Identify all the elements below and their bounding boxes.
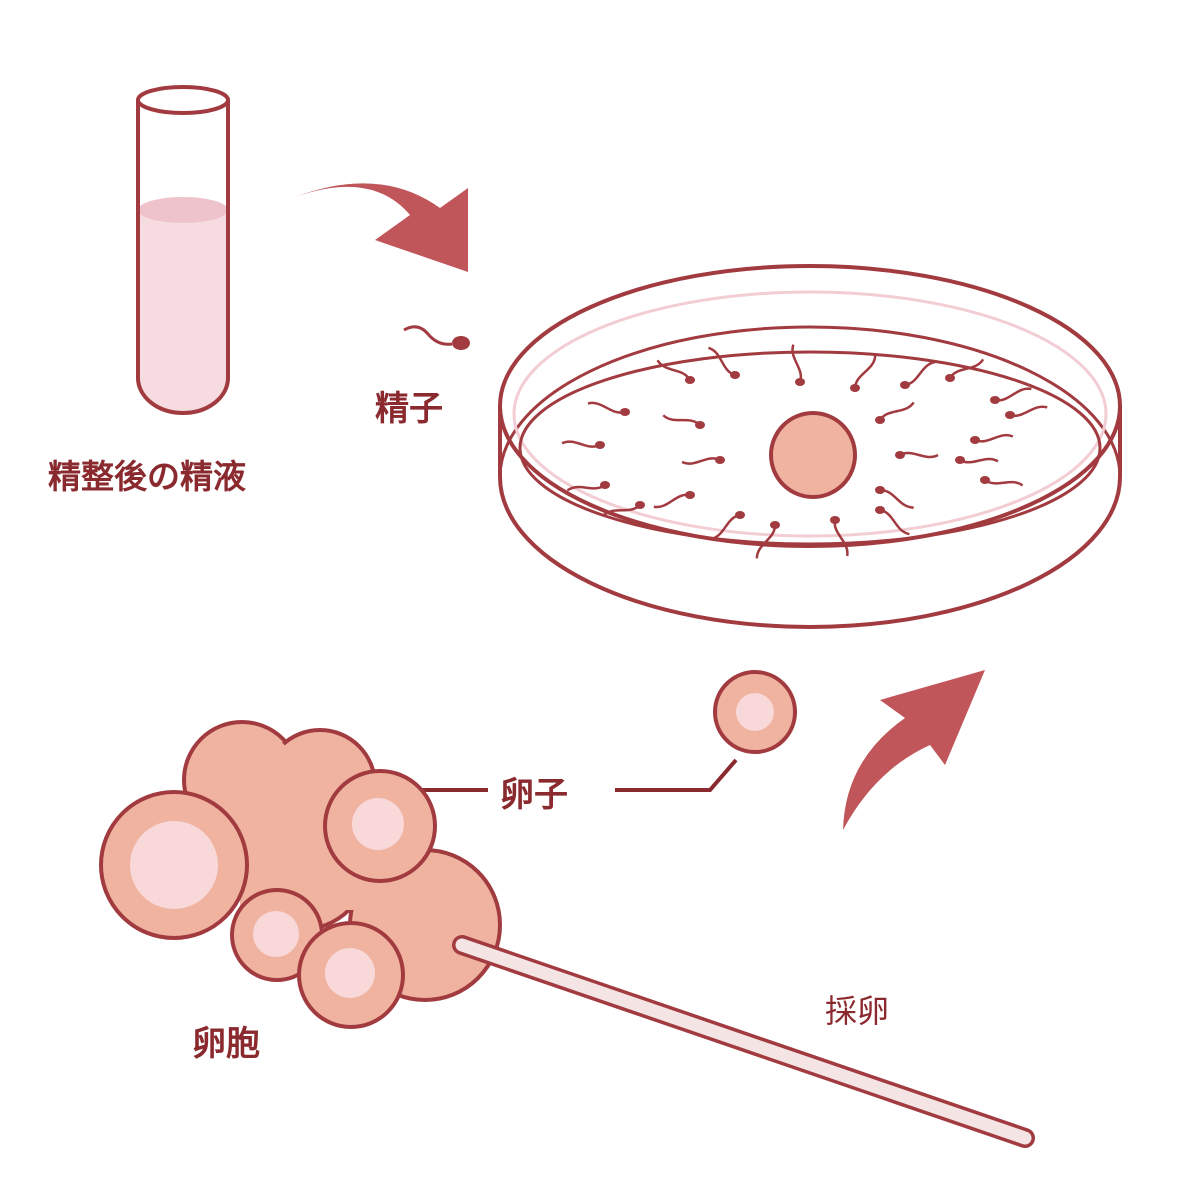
- sperm-icon: [595, 441, 605, 449]
- sperm-icon: [895, 451, 905, 459]
- sperm-tail: [878, 401, 915, 421]
- sperm-tail: [879, 488, 914, 509]
- sperm-icon: [875, 416, 885, 424]
- retrieval-needle-icon: [452, 935, 1035, 1148]
- follicle-label: 卵胞: [192, 1024, 260, 1064]
- sperm-icon: [770, 521, 780, 529]
- sperm-tail: [710, 513, 741, 541]
- sperm-icon: [695, 421, 705, 429]
- sperm-icon: [685, 376, 695, 384]
- sperm-icon: [990, 396, 1000, 404]
- sperm-icon: [685, 491, 695, 499]
- sperm-tail: [853, 355, 877, 389]
- sperm-tail: [662, 414, 701, 426]
- sperm-tail: [653, 493, 691, 509]
- sperm-icon: [620, 408, 630, 416]
- sperm-swarm: [561, 344, 1048, 559]
- test-tube-icon: [136, 85, 230, 415]
- sperm-icon: [980, 476, 990, 484]
- sperm-icon: [1005, 411, 1015, 419]
- sperm-icon: [945, 374, 955, 382]
- sperm-icon: [600, 481, 610, 489]
- sperm-icon: [795, 378, 805, 386]
- curved-arrow-icon: [295, 183, 468, 272]
- egg-cell-icon: [713, 670, 797, 754]
- sperm-tail: [899, 451, 939, 459]
- sperm-tail: [904, 360, 936, 387]
- retrieval-label: 採卵: [825, 992, 889, 1030]
- sperm-tail: [959, 457, 999, 464]
- egg-label: 卵子: [500, 775, 568, 815]
- sperm-icon: [875, 486, 885, 494]
- sperm-icon: [715, 456, 725, 464]
- egg-leader-line: [615, 758, 738, 792]
- sperm-icon: [403, 325, 470, 350]
- sperm-icon: [850, 384, 860, 392]
- semen-label: 精整後の精液: [48, 457, 246, 496]
- sperm-icon: [830, 516, 840, 524]
- sperm-tail: [994, 387, 1032, 402]
- sperm-tail: [1009, 405, 1048, 417]
- sperm-icon: [875, 506, 885, 514]
- sperm-tail: [681, 457, 721, 465]
- sperm-icon: [955, 456, 965, 464]
- curved-arrow-icon: [843, 670, 985, 830]
- sperm-label: 精子: [375, 389, 443, 429]
- sperm-tail: [707, 346, 736, 377]
- sperm-tail: [791, 344, 803, 383]
- sperm-icon: [970, 436, 980, 444]
- egg-cell-icon: [769, 411, 857, 499]
- sperm-tail: [561, 440, 601, 448]
- follicle-cluster-icon: [99, 720, 502, 1029]
- sperm-icon: [735, 511, 745, 519]
- sperm-icon: [635, 501, 645, 509]
- sperm-tail: [974, 433, 1014, 443]
- petri-dish-icon: [498, 264, 1122, 629]
- sperm-tail: [587, 401, 626, 414]
- sperm-tail: [984, 478, 1024, 487]
- sperm-tail: [833, 519, 849, 557]
- sperm-icon: [900, 381, 910, 389]
- sperm-icon: [730, 371, 740, 379]
